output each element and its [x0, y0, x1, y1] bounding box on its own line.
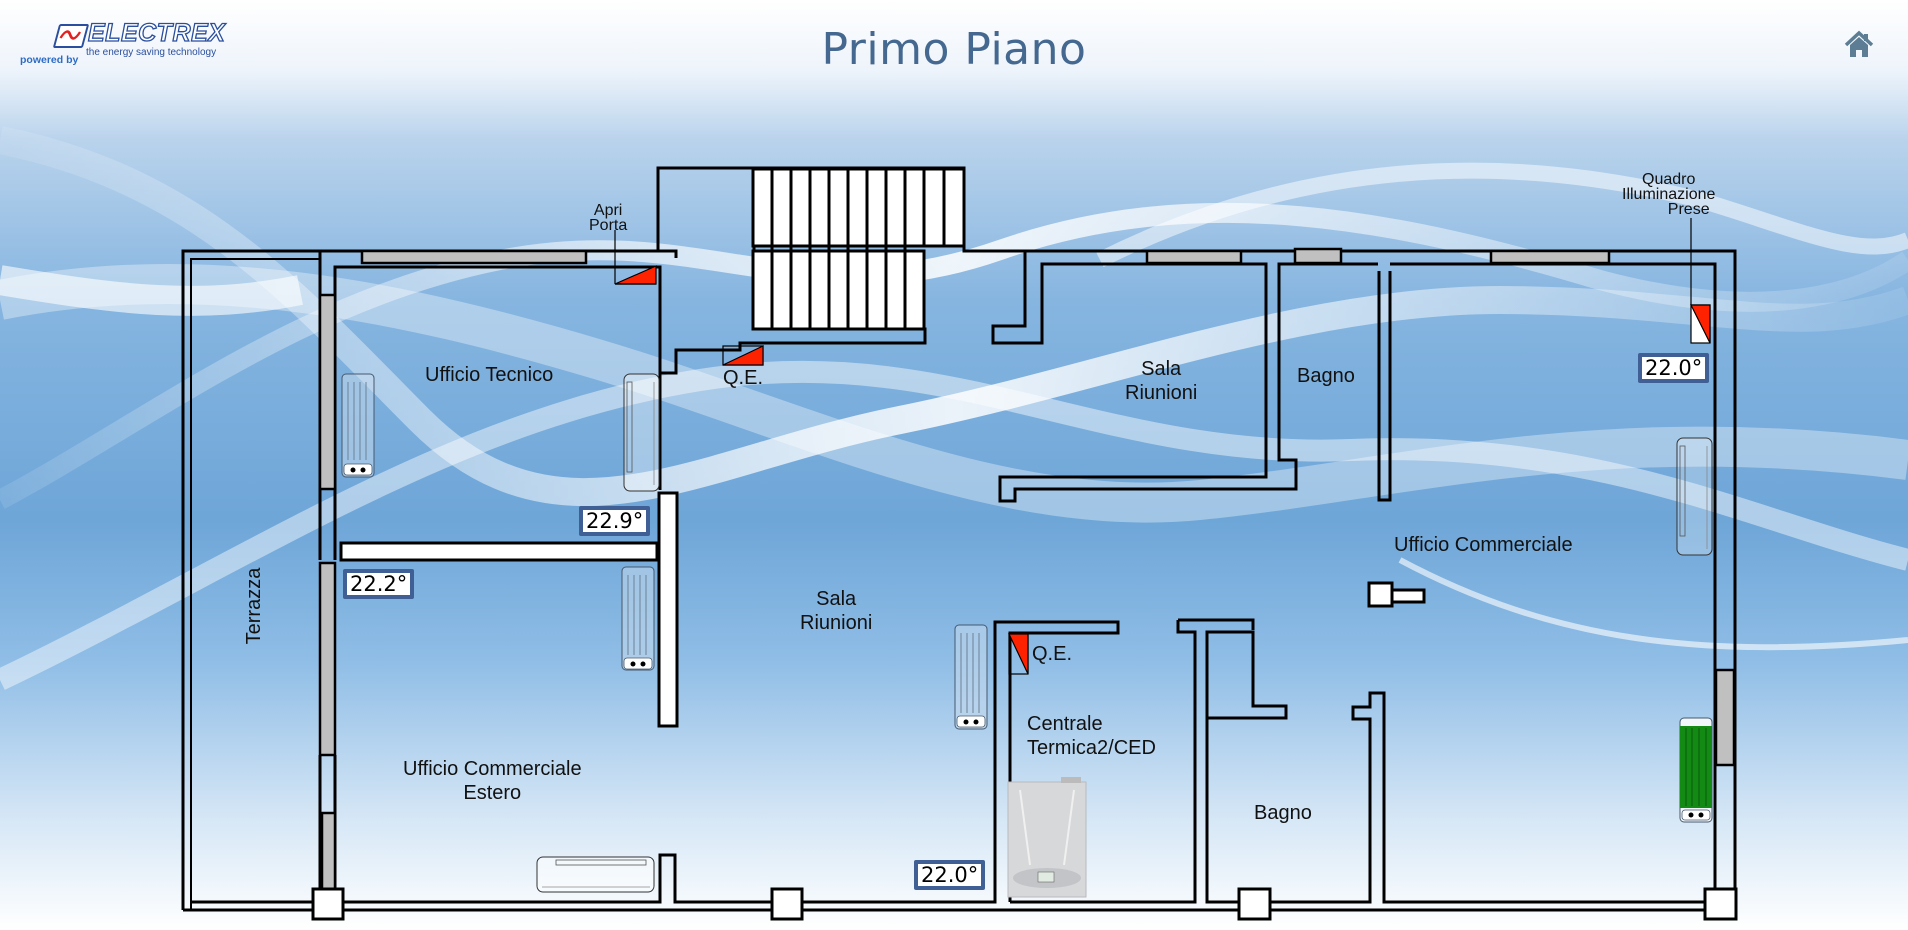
boiler-centrale-termica[interactable] — [1007, 777, 1087, 898]
home-button[interactable] — [1843, 30, 1875, 60]
temp-ufficio-commerciale[interactable]: 22.0° — [1638, 353, 1710, 383]
quadro-illuminazione-panel[interactable] — [1690, 218, 1711, 344]
radiator-ufficio-commerciale[interactable] — [1679, 717, 1713, 823]
qe-centrale-label: Q.E. — [1032, 642, 1072, 666]
room-label: Ufficio Commerciale — [1394, 534, 1573, 556]
page-title: Primo Piano — [821, 24, 1087, 75]
pillars — [311, 581, 1738, 921]
electrex-logo: ELECTREX the energy saving technology po… — [18, 18, 248, 68]
temp-value: 22.9° — [583, 510, 647, 532]
room-ufficio-commerciale-estero[interactable]: Ufficio Commerciale Estero — [403, 757, 582, 805]
panel-label-line: Illuminazione — [1622, 186, 1716, 203]
room-label-line: Termica2/CED — [1027, 737, 1156, 759]
temp-ufficio-tecnico[interactable]: 22.9° — [579, 506, 651, 536]
split-ufficio-tecnico[interactable] — [623, 373, 660, 492]
radiator-ufficio-estero[interactable] — [621, 566, 655, 671]
electrex-logo-icon — [52, 24, 90, 48]
panel-label-line: Porta — [589, 217, 628, 234]
room-centrale-termica[interactable]: Centrale Termica2/CED — [1027, 712, 1156, 760]
room-label-line: Ufficio Commerciale — [403, 758, 582, 780]
header: ELECTREX the energy saving technology po… — [0, 0, 1908, 100]
room-label-line: Riunioni — [800, 612, 873, 634]
qe-scala-panel[interactable] — [722, 345, 764, 366]
split-ufficio-commerciale[interactable] — [1676, 437, 1713, 556]
room-sala-riunioni-nord[interactable]: Sala Riunioni — [1125, 357, 1197, 405]
panel-label: Q.E. — [1032, 643, 1073, 665]
panel-label-line: Apri — [593, 202, 623, 219]
room-sala-riunioni-centrale[interactable]: Sala Riunioni — [800, 587, 872, 635]
temp-ufficio-estero[interactable]: 22.2° — [343, 569, 415, 599]
logo-powered-by: powered by — [20, 54, 79, 66]
room-label-line: Sala — [1141, 358, 1182, 380]
room-label-line: Sala — [816, 588, 857, 610]
qe-scala-label: Q.E. — [723, 366, 763, 390]
temp-value: 22.0° — [1642, 357, 1706, 379]
radiator-ufficio-tecnico[interactable] — [341, 373, 375, 478]
radiator-sala-riunioni[interactable] — [954, 624, 988, 730]
logo-brand: ELECTREX — [87, 18, 226, 47]
temp-value: 22.0° — [918, 864, 982, 886]
quadro-illuminazione-label: Quadro Illuminazione Prese — [1622, 171, 1716, 218]
home-icon — [1844, 30, 1874, 57]
panel-label-line: Quadro — [1642, 171, 1696, 188]
apri-porta-label: Apri Porta — [589, 202, 628, 234]
windows — [318, 247, 1736, 905]
room-ufficio-tecnico[interactable]: Ufficio Tecnico — [425, 363, 553, 387]
apri-porta-panel[interactable] — [614, 230, 657, 285]
qe-centrale-panel[interactable] — [1008, 633, 1029, 675]
room-label-line: Centrale — [1027, 713, 1103, 735]
room-bagno-nord[interactable]: Bagno — [1297, 364, 1355, 388]
walls — [181, 166, 1737, 912]
room-label-line: Estero — [463, 782, 522, 804]
room-label: Bagno — [1254, 802, 1312, 824]
room-label-line: Riunioni — [1125, 382, 1198, 404]
temp-value: 22.2° — [347, 573, 411, 595]
room-label: Bagno — [1297, 365, 1355, 387]
room-label: Ufficio Tecnico — [425, 364, 554, 386]
temp-sala-riunioni[interactable]: 22.0° — [914, 860, 986, 890]
panel-label: Q.E. — [723, 367, 764, 389]
room-terrazza[interactable]: Terrazza — [242, 561, 266, 651]
panel-label-line: Prese — [1667, 201, 1710, 218]
room-label: Terrazza — [243, 567, 265, 645]
logo-tagline: the energy saving technology — [86, 47, 217, 58]
room-bagno-sud[interactable]: Bagno — [1254, 801, 1312, 825]
split-ufficio-estero[interactable] — [536, 856, 655, 893]
room-ufficio-commerciale[interactable]: Ufficio Commerciale — [1394, 533, 1573, 557]
